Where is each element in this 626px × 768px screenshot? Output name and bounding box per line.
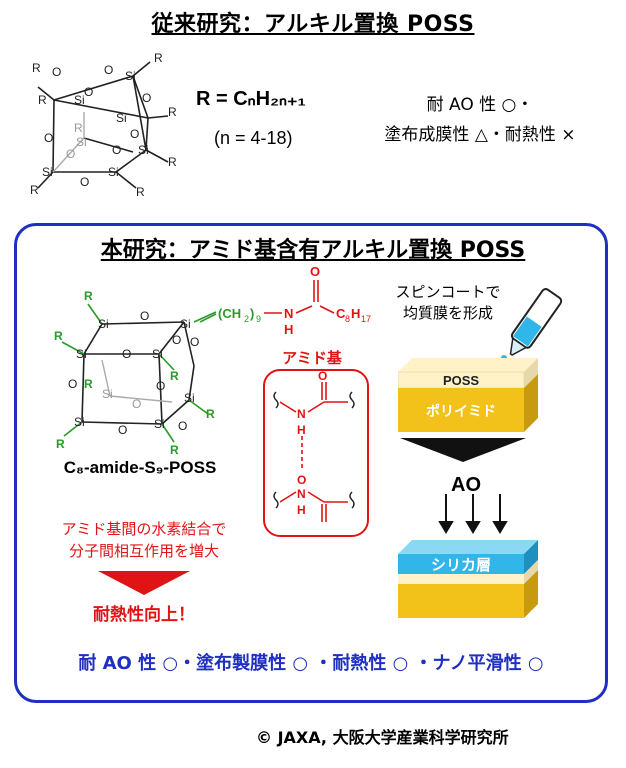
svg-text:17: 17: [361, 314, 371, 324]
conventional-properties-line1: 耐 AO 性 ○・: [426, 95, 534, 115]
svg-text:H: H: [297, 503, 306, 517]
poss-film-stack: POSS ポリイミド: [398, 358, 538, 432]
svg-text:O: O: [118, 423, 127, 437]
svg-text:Si: Si: [102, 387, 113, 401]
copyright: © JAXA, 大阪大学産業科学研究所: [256, 728, 509, 747]
this-work-panel: [14, 223, 608, 703]
svg-text:Si: Si: [154, 417, 165, 431]
hbond-note-line2: 分子間相互作用を増大: [68, 542, 219, 560]
svg-text:O: O: [140, 309, 149, 323]
svg-text:O: O: [80, 175, 89, 189]
svg-text:O: O: [112, 143, 121, 157]
svg-text:O: O: [84, 85, 93, 99]
svg-text:O: O: [68, 377, 77, 391]
result-properties: 耐 AO 性 ○・塗布製膜性 ○ ・耐熱性 ○ ・ナノ平滑性 ○: [78, 653, 544, 674]
svg-text:O: O: [142, 91, 151, 105]
svg-text:H: H: [284, 322, 293, 337]
svg-text:R: R: [206, 407, 215, 421]
svg-text:O: O: [52, 65, 61, 79]
hbond-note: アミド基間の水素結合で 分子間相互作用を増大: [36, 518, 252, 562]
svg-text:O: O: [104, 63, 113, 77]
svg-text:Si: Si: [116, 111, 127, 125]
svg-text:Si: Si: [76, 135, 87, 149]
amide-side-chain: (CH 2 ) 9 N H O C 8 H 17: [200, 264, 371, 337]
svg-text:R: R: [54, 329, 63, 343]
compound-name: C₈-amide-S₉-POSS: [63, 458, 217, 477]
svg-text:H: H: [351, 306, 360, 321]
svg-text:Si: Si: [180, 317, 191, 331]
svg-text:O: O: [44, 131, 53, 145]
svg-text:O: O: [66, 147, 75, 161]
svg-text:R: R: [32, 61, 41, 75]
svg-text:O: O: [310, 264, 320, 279]
svg-text:Si: Si: [76, 347, 87, 361]
spin-note-line2: 均質膜を形成: [402, 304, 493, 322]
svg-text:R: R: [168, 105, 177, 119]
hbond-note-line1: アミド基間の水素結合で: [61, 520, 227, 538]
svg-text:N: N: [284, 306, 293, 321]
svg-text:O: O: [130, 127, 139, 141]
svg-text:H: H: [297, 423, 306, 437]
svg-text:Si: Si: [152, 347, 163, 361]
svg-text:Si: Si: [125, 69, 136, 83]
svg-text:Si: Si: [98, 317, 109, 331]
svg-text:O: O: [122, 347, 131, 361]
svg-text:Si: Si: [74, 93, 85, 107]
silica-film-stack: シリカ層: [398, 540, 538, 618]
svg-text:9: 9: [256, 314, 261, 324]
svg-text:Si: Si: [42, 165, 53, 179]
poss-layer-label: POSS: [443, 373, 479, 388]
svg-text:N: N: [297, 487, 306, 501]
hydrogen-bond-diagram: NHO ONH: [263, 369, 369, 537]
svg-text:2: 2: [244, 314, 249, 324]
svg-text:O: O: [190, 335, 199, 349]
conventional-properties: 耐 AO 性 ○・ 塗布成膜性 △・耐熱性 ×: [365, 90, 595, 150]
svg-text:): ): [250, 306, 254, 321]
conventional-properties-line2: 塗布成膜性 △・耐熱性 ×: [384, 125, 576, 145]
pipette-icon: [501, 288, 563, 361]
heat-resistance-result: 耐熱性向上！: [93, 605, 195, 625]
svg-text:Si: Si: [108, 165, 119, 179]
this-work-title: 本研究：アミド基含有アルキル置換 POSS: [100, 238, 526, 263]
svg-text:R: R: [84, 289, 93, 303]
polyimide-layer-label: ポリイミド: [426, 403, 496, 419]
n-range: (n = 4-18): [214, 128, 293, 148]
svg-text:O: O: [156, 379, 165, 393]
svg-text:O: O: [172, 333, 181, 347]
spin-coat-note: スピンコートで 均質膜を形成: [378, 282, 518, 324]
silica-layer-label: シリカ層: [431, 557, 491, 574]
ao-label: AO: [451, 474, 481, 496]
svg-text:Si: Si: [74, 415, 85, 429]
svg-text:(CH: (CH: [218, 306, 241, 321]
ao-arrows: [438, 494, 508, 534]
svg-text:O: O: [178, 419, 187, 433]
svg-text:O: O: [318, 369, 327, 383]
svg-text:R: R: [170, 443, 179, 457]
spin-note-line1: スピンコートで: [395, 283, 501, 301]
svg-text:8: 8: [345, 314, 350, 324]
down-arrow-black: [400, 438, 526, 462]
svg-text:R: R: [56, 437, 65, 451]
svg-text:R: R: [38, 93, 47, 107]
svg-text:Si: Si: [184, 391, 195, 405]
svg-text:R: R: [74, 121, 83, 135]
svg-text:R: R: [168, 155, 177, 169]
down-arrow-red: [98, 571, 190, 595]
svg-text:R: R: [154, 51, 163, 65]
svg-text:R: R: [170, 369, 179, 383]
svg-text:R: R: [84, 377, 93, 391]
r-equation: R = CₙH₂ₙ₊₁: [196, 88, 306, 110]
svg-text:C: C: [336, 306, 346, 321]
svg-text:O: O: [297, 473, 306, 487]
svg-text:R: R: [136, 185, 145, 199]
svg-text:O: O: [132, 397, 141, 411]
svg-text:R: R: [30, 183, 39, 197]
svg-text:N: N: [297, 407, 306, 421]
conventional-title: 従来研究：アルキル置換 POSS: [151, 12, 475, 37]
svg-text:Si: Si: [138, 143, 149, 157]
amide-group-label: アミド基: [282, 349, 342, 367]
